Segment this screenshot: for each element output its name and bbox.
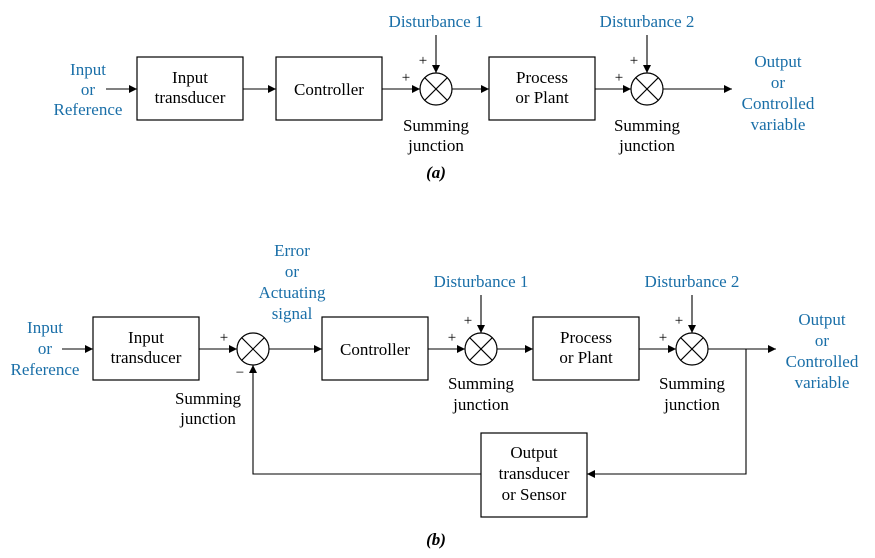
a-controller-block: [275, 56, 383, 121]
b-sj2-plus-top: +: [675, 313, 683, 329]
a-sj2-label-2: junction: [618, 136, 675, 155]
a-process-label-2: or Plant: [515, 88, 569, 107]
a-input-transducer-label-2: transducer: [155, 88, 226, 107]
b-input-transducer-label-2: transducer: [111, 348, 182, 367]
b-summing-junction-0: [236, 332, 270, 366]
b-output-label-3: Controlled: [786, 352, 859, 371]
a-summing-junction-1: [419, 72, 453, 106]
b-output-label-4: variable: [795, 373, 850, 392]
diagram-part-b: Input or Reference Input transducer + − …: [11, 241, 859, 549]
a-summing-junction-2: [630, 72, 664, 106]
b-sj2-plus-left: +: [659, 330, 667, 346]
b-output-transducer-block: [480, 432, 588, 518]
b-process-label-2: or Plant: [559, 348, 613, 367]
a-disturbance-1-label: Disturbance 1: [389, 12, 484, 31]
b-sj2-label-2: junction: [663, 395, 720, 414]
b-input-label-2: or: [38, 339, 53, 358]
a-sj1-label-1: Summing: [403, 116, 470, 135]
a-process-label-1: Process: [516, 68, 568, 87]
b-sj0-plus: +: [220, 330, 228, 346]
b-sj1-label-2: junction: [452, 395, 509, 414]
a-input-label-3: Reference: [54, 100, 123, 119]
b-process-label-1: Process: [560, 328, 612, 347]
b-output-label-2: or: [815, 331, 830, 350]
b-controller-label: Controller: [340, 340, 410, 359]
b-process-block: [532, 316, 640, 381]
b-sj0-minus: −: [236, 365, 244, 381]
b-caption: (b): [426, 530, 446, 549]
b-input-transducer-label-1: Input: [128, 328, 164, 347]
b-output-label-1: Output: [798, 310, 846, 329]
a-sj1-plus-left: +: [402, 70, 410, 86]
a-sj2-plus-left: +: [615, 70, 623, 86]
b-sj2-label-1: Summing: [659, 374, 726, 393]
b-disturbance-1-label: Disturbance 1: [434, 272, 529, 291]
a-output-label-3: Controlled: [742, 94, 815, 113]
a-input-label-1: Input: [70, 60, 106, 79]
a-output-label-1: Output: [754, 52, 802, 71]
b-sj1-plus-left: +: [448, 330, 456, 346]
a-sj1-label-2: junction: [407, 136, 464, 155]
a-input-transducer-label-1: Input: [172, 68, 208, 87]
b-output-transducer-label-1: Output: [510, 443, 558, 462]
diagram-part-a: Input or Reference Input transducer Cont…: [54, 12, 815, 182]
b-sj0-label-1: Summing: [175, 389, 242, 408]
b-error-label-3: Actuating: [258, 283, 326, 302]
b-output-transducer-label-2: transducer: [499, 464, 570, 483]
a-input-label-2: or: [81, 80, 96, 99]
b-sj0-label-2: junction: [179, 409, 236, 428]
b-sj1-plus-top: +: [464, 313, 472, 329]
a-output-label-2: or: [771, 73, 786, 92]
a-sj2-label-1: Summing: [614, 116, 681, 135]
a-caption: (a): [426, 163, 446, 182]
b-error-label-4: signal: [272, 304, 313, 323]
b-disturbance-2-label: Disturbance 2: [645, 272, 740, 291]
b-summing-junction-2: [675, 332, 709, 366]
b-input-transducer-block: [92, 316, 200, 381]
b-error-label-2: or: [285, 262, 300, 281]
b-input-label-3: Reference: [11, 360, 80, 379]
b-error-label-1: Error: [274, 241, 310, 260]
a-output-label-4: variable: [751, 115, 806, 134]
a-sj1-plus-top: +: [419, 53, 427, 69]
b-output-transducer-label-3: or Sensor: [502, 485, 567, 504]
a-sj2-plus-top: +: [630, 53, 638, 69]
b-feedback-line-to-sj0: [249, 365, 481, 475]
b-sj1-label-1: Summing: [448, 374, 515, 393]
b-feedback-line-to-sensor: [587, 349, 747, 478]
a-process-block: [488, 56, 596, 121]
a-controller-label: Controller: [294, 80, 364, 99]
b-input-label-1: Input: [27, 318, 63, 337]
b-summing-junction-1: [464, 332, 498, 366]
a-disturbance-2-label: Disturbance 2: [600, 12, 695, 31]
